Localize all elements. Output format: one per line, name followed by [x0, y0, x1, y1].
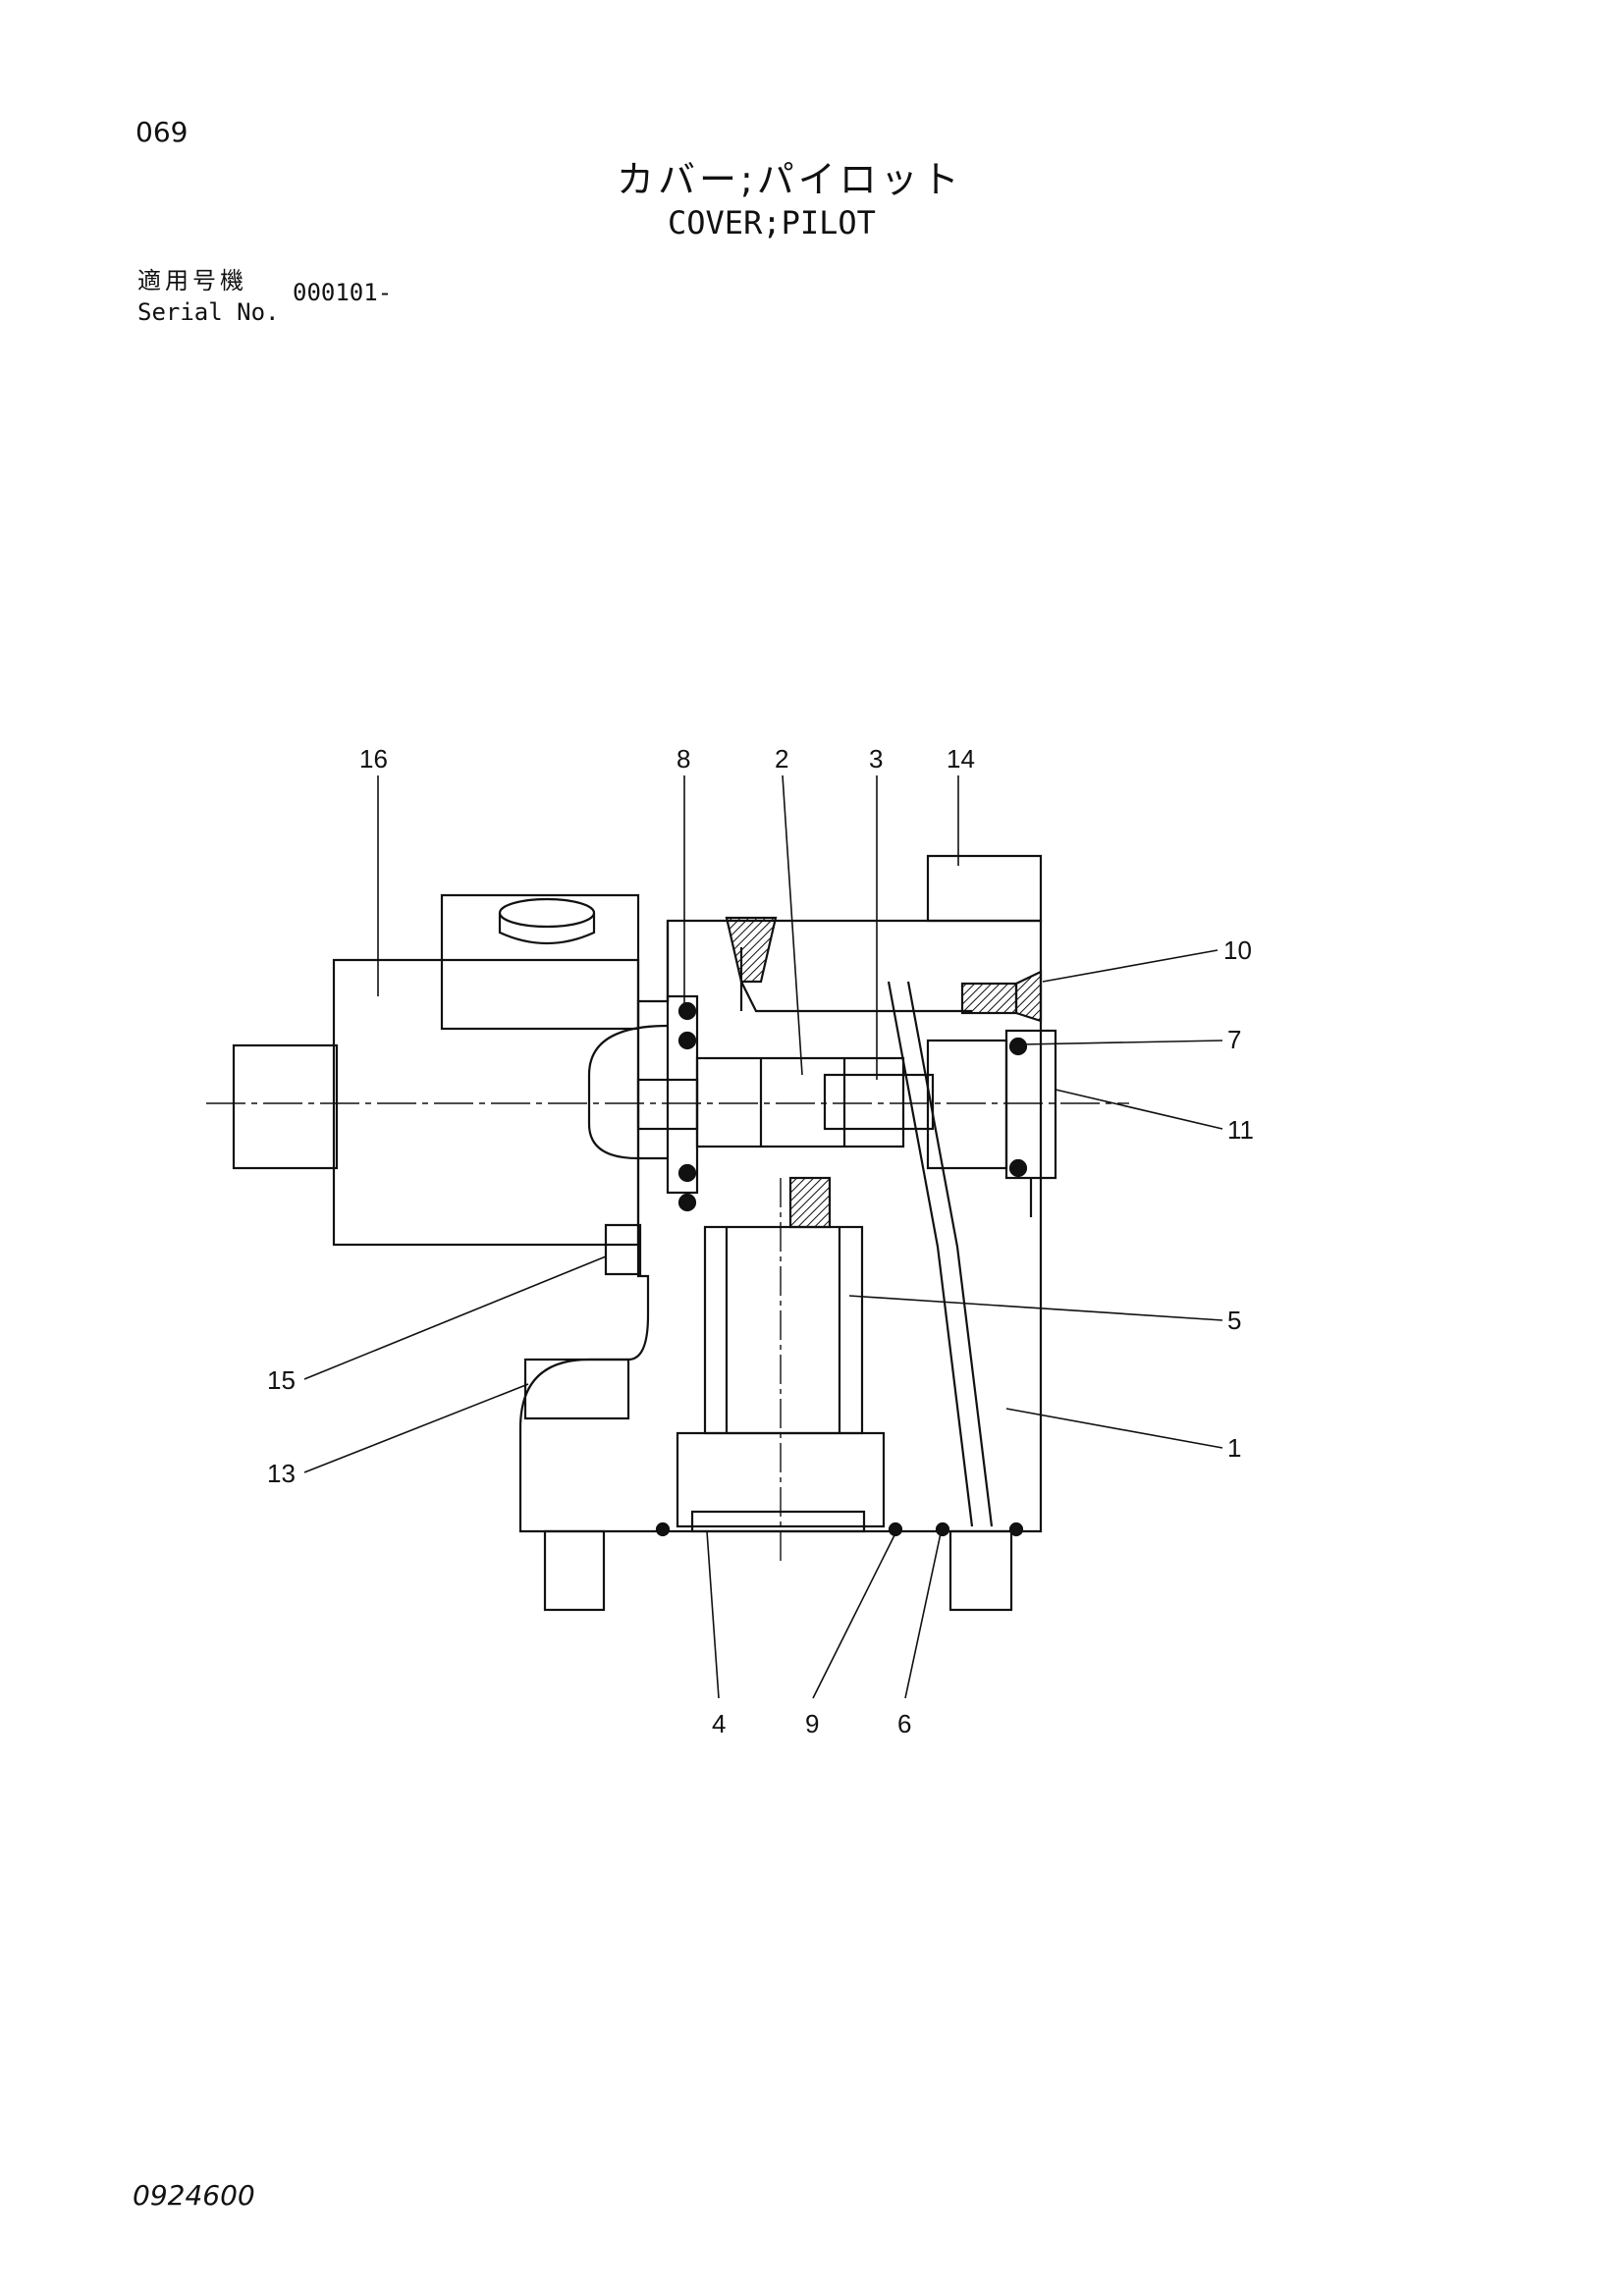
page-number: 069	[135, 116, 189, 148]
solenoid-stem	[232, 1043, 339, 1170]
callout-3: 3	[869, 744, 883, 774]
callout-15: 15	[267, 1365, 296, 1395]
port-15	[604, 1223, 642, 1276]
port-13	[523, 1358, 630, 1420]
orifice-top	[725, 916, 778, 984]
callout-9: 9	[805, 1709, 819, 1738]
callout-8: 8	[677, 744, 690, 774]
callout-4: 4	[712, 1709, 726, 1738]
solenoid-16	[332, 958, 640, 1247]
check-piece	[788, 1176, 832, 1229]
callout-7: 7	[1227, 1025, 1241, 1054]
callout-1: 1	[1227, 1433, 1241, 1463]
plug-14	[926, 854, 1043, 923]
callout-13: 13	[267, 1459, 296, 1488]
callout-6: 6	[897, 1709, 911, 1738]
bottom-bolt-right	[948, 1529, 1013, 1612]
drawing-number: 0924600	[133, 2179, 255, 2212]
callout-11: 11	[1227, 1115, 1254, 1145]
serial-label-japanese: 適用号機	[137, 267, 247, 294]
spool-3	[823, 1073, 935, 1131]
page-title-japanese: カバー;パイロット	[617, 158, 963, 201]
page-title-english: COVER;PILOT	[668, 204, 876, 241]
callout-2: 2	[775, 744, 788, 774]
callout-16: 16	[359, 744, 388, 774]
callout-14: 14	[947, 744, 975, 774]
spool-2	[695, 1056, 905, 1148]
solenoid-connector	[440, 893, 640, 1031]
callout-10: 10	[1223, 935, 1252, 965]
plate-4	[690, 1510, 866, 1533]
serial-label-english: Serial No.	[137, 298, 280, 326]
plug-10	[960, 982, 1018, 1015]
callout-5: 5	[1227, 1306, 1241, 1335]
bottom-bolt-left	[543, 1529, 606, 1612]
serial-number-value: 000101-	[293, 279, 393, 306]
